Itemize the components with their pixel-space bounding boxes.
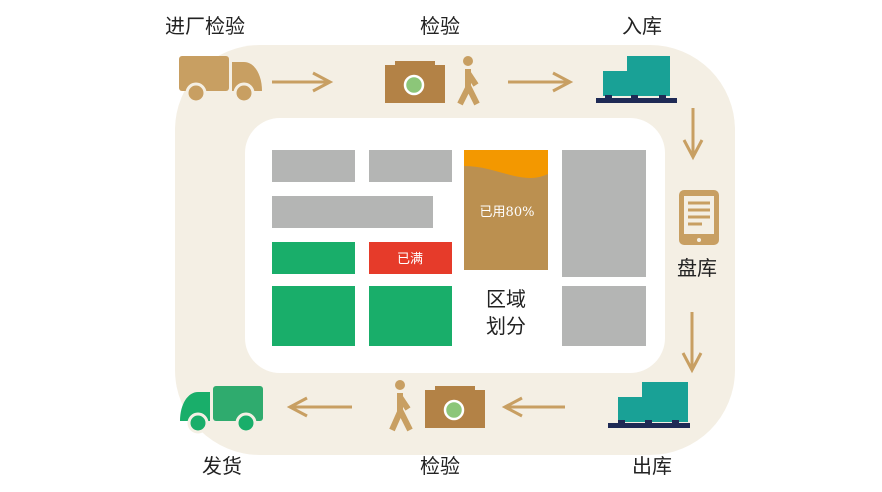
zone-used-label: 已用80%	[480, 205, 535, 220]
label-warehousing: 入库	[622, 14, 662, 38]
arrow-right-icon	[272, 71, 334, 93]
truck-icon	[179, 56, 262, 104]
arrow-left-icon	[286, 396, 352, 418]
zone-title-line1: 区域	[486, 287, 526, 311]
pallet-goods-icon	[596, 56, 677, 103]
shipping-truck-icon	[180, 386, 263, 434]
label-inspection-top: 检验	[420, 14, 460, 38]
zone-block-gray	[369, 150, 452, 182]
arrow-left-icon	[501, 396, 565, 418]
label-stocktake: 盘库	[677, 256, 717, 280]
label-outbound: 出库	[632, 454, 672, 478]
arrow-right-icon	[508, 71, 574, 93]
camera-icon	[425, 386, 485, 428]
walking-person-icon	[389, 380, 413, 432]
zone-block-gray	[562, 150, 646, 277]
camera-icon	[385, 61, 445, 103]
arrow-down-icon	[682, 108, 704, 161]
zone-block-used-fill	[464, 166, 548, 270]
walking-person-icon	[457, 56, 480, 106]
zone-block-green	[272, 286, 355, 346]
label-incoming-inspection: 进厂检验	[165, 14, 245, 38]
zone-block-gray	[272, 196, 433, 228]
zone-full-label: 已满	[397, 252, 423, 267]
pallet-goods-icon	[608, 382, 690, 428]
arrow-down-icon	[681, 312, 703, 374]
zone-block-gray	[562, 286, 646, 346]
label-inspection-bottom: 检验	[420, 454, 460, 478]
zone-block-gray	[272, 150, 355, 182]
zone-title-line2: 划分	[486, 314, 526, 338]
zone-block-full	[369, 242, 452, 274]
tablet-icon	[679, 190, 719, 245]
zone-block-green	[369, 286, 452, 346]
zone-block-green	[272, 242, 355, 274]
label-shipping: 发货	[202, 454, 242, 478]
